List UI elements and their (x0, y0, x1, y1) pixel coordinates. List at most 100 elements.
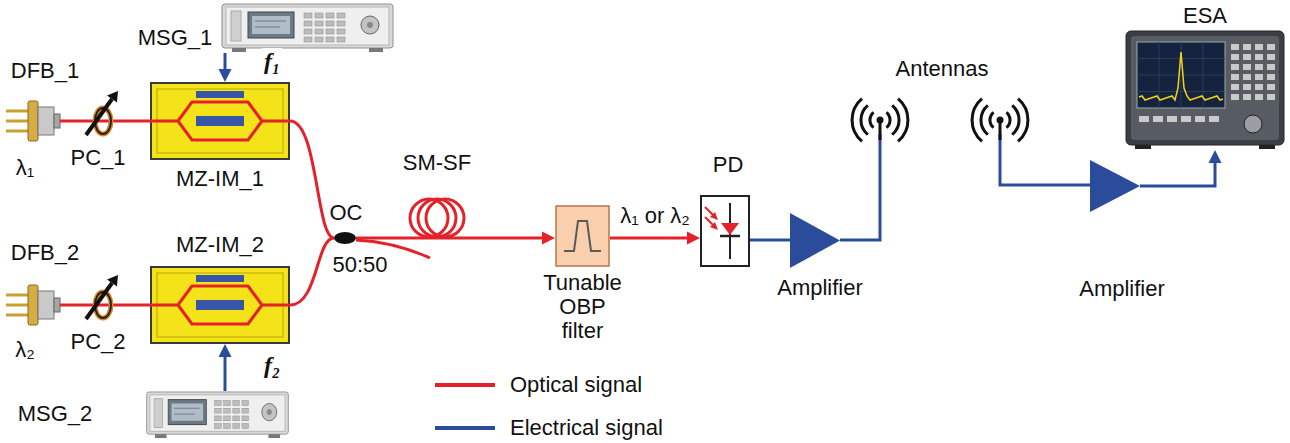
shape-part (879, 122, 882, 140)
edge-label: f₁ (262, 48, 282, 74)
shape-part (898, 99, 908, 142)
shape-part (721, 223, 739, 235)
shape-part (1243, 54, 1251, 60)
shape-part (233, 401, 240, 406)
shape-part (1137, 91, 1225, 92)
shape-part (232, 48, 246, 52)
polarization-controller-picture (88, 93, 118, 137)
shape-part (233, 416, 240, 421)
shape-part (304, 21, 312, 26)
shape-part (231, 11, 241, 41)
shape-part (410, 199, 448, 237)
optical-fiber (62, 120, 88, 123)
shape-part (267, 409, 272, 415)
shape-part (6, 110, 30, 113)
shape-part (224, 408, 231, 413)
shape-part (1231, 54, 1239, 60)
shape-part (6, 130, 30, 133)
shape-part (28, 101, 38, 141)
shape-part (1231, 74, 1239, 80)
shape-part (556, 206, 609, 266)
signal-generator: MSG_1 (220, 3, 395, 53)
optical-coupler: OC50:50 (334, 232, 356, 244)
filter-picture (555, 205, 610, 267)
shape-part (242, 416, 249, 421)
shape-part (1195, 116, 1205, 122)
shape-part (1018, 99, 1028, 142)
shape-part (337, 29, 345, 34)
shape-part (418, 199, 456, 237)
legend-label: Optical signal (510, 373, 642, 397)
shape-part (367, 22, 373, 28)
amplifier-picture (790, 213, 840, 268)
shape-part (1181, 42, 1182, 108)
shape-part (1135, 145, 1151, 149)
shape-part (38, 291, 54, 319)
shape-part (150, 102, 290, 140)
node-label: MSG_2 (18, 401, 93, 427)
shape-part (701, 196, 749, 266)
signal-generator-picture (220, 3, 395, 53)
spectrum-analyzer: ESA (1125, 30, 1285, 150)
shape-part (1126, 31, 1284, 145)
shape-part (304, 13, 312, 18)
polarization-controller: PC_1 (88, 93, 118, 137)
amplifier-triangle: Amplifier (790, 213, 840, 268)
electrical-wire (840, 192, 880, 240)
shape-part (150, 395, 285, 431)
shape-part (1267, 84, 1275, 90)
shape-part (107, 91, 118, 103)
shape-part (1255, 74, 1263, 80)
arrow-head (687, 232, 700, 245)
coupler-picture (334, 232, 356, 244)
shape-part (326, 21, 334, 26)
shape-part (304, 37, 312, 42)
shape-part (196, 91, 244, 98)
shape-part (38, 107, 54, 135)
shape-part (174, 414, 195, 415)
shape-part (1259, 145, 1275, 149)
shape-part (369, 48, 383, 52)
electrical-wire (750, 239, 790, 242)
optical-fiber (356, 237, 405, 240)
shape-part (981, 105, 988, 134)
shape-part (28, 285, 38, 325)
shape-part (1243, 44, 1251, 50)
shape-part (54, 114, 60, 128)
shape-part (564, 221, 601, 251)
laser-picture (6, 97, 62, 145)
polarization-controller-picture (88, 277, 118, 321)
shape-part (224, 416, 231, 421)
modulator-box: MZ-IM_1 (150, 82, 290, 160)
signal-generator: MSG_2 (145, 391, 290, 439)
shape-part (174, 408, 200, 409)
shape-part (107, 275, 118, 287)
shape-part (242, 401, 249, 406)
node-label: Antennas (896, 56, 989, 82)
shape-part (326, 37, 334, 42)
antenna-pair: Antennas (845, 92, 1045, 192)
shape-part (861, 105, 868, 134)
shape-part (999, 122, 1002, 140)
shape-part (252, 16, 290, 34)
shape-part (1231, 94, 1239, 100)
shape-part (6, 314, 30, 317)
dfb-laser: DFB_2λ₂ (6, 281, 62, 329)
electrical-wire (1140, 162, 1215, 186)
shape-part (1153, 116, 1163, 122)
shape-part (337, 37, 345, 42)
node-label: DFB_2 (11, 240, 79, 266)
node-label: ESA (1183, 3, 1227, 29)
shape-part (6, 304, 30, 307)
shape-part (226, 7, 389, 45)
shape-part (710, 212, 718, 220)
optical-fiber (290, 238, 334, 305)
shape-part (315, 37, 323, 42)
shape-part (334, 232, 356, 244)
electrical-wire (224, 356, 227, 391)
legend-line-optical (435, 383, 495, 387)
shape-part (154, 399, 162, 428)
node-label: MZ-IM_1 (176, 166, 264, 192)
amplifier-picture (1090, 160, 1140, 212)
shape-part (242, 408, 249, 413)
